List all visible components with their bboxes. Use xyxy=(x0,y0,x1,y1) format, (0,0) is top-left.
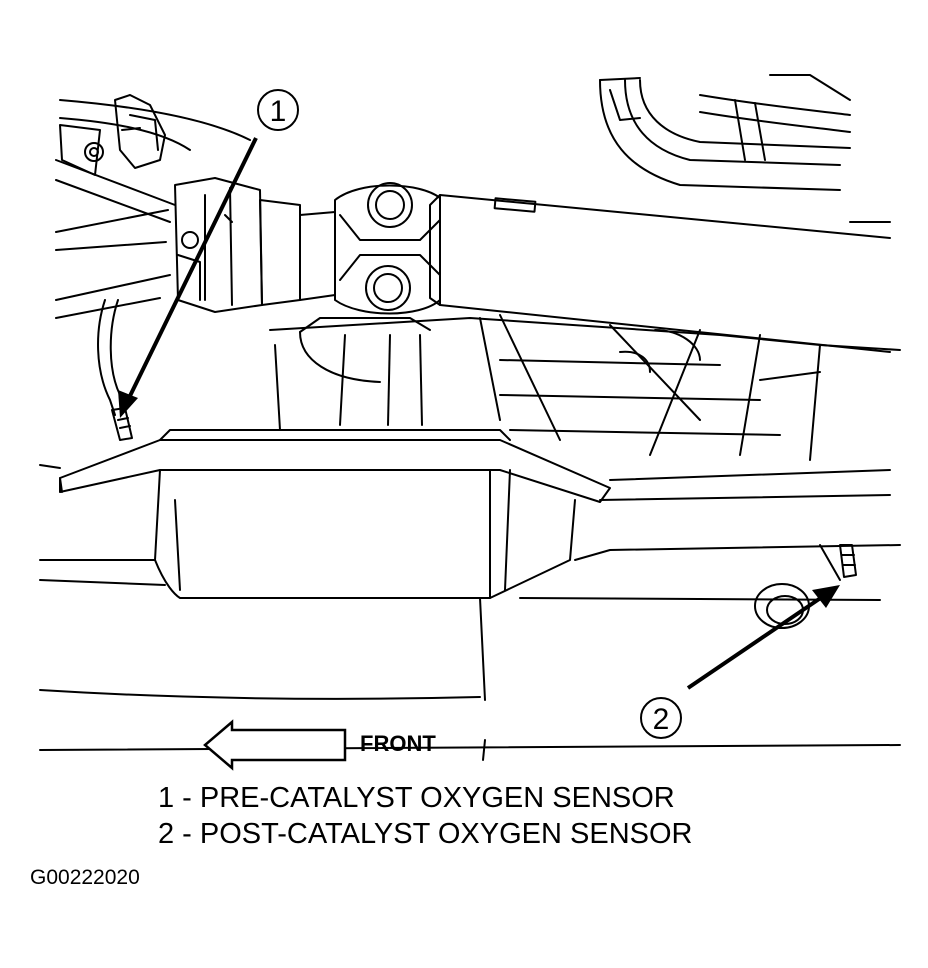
callout-1-arrowhead xyxy=(118,390,138,418)
callout-1: 1 xyxy=(118,90,298,418)
upper-hose-assembly xyxy=(600,75,850,190)
front-direction-arrow: FRONT xyxy=(205,722,436,768)
figure-code: G00222020 xyxy=(30,866,140,889)
front-label: FRONT xyxy=(360,731,436,756)
callout-2: 2 xyxy=(641,585,840,738)
exhaust-hanger xyxy=(755,584,809,628)
left-arrow-icon xyxy=(205,722,345,768)
heat-shield xyxy=(60,430,610,502)
frame-rail xyxy=(40,465,900,760)
legend-item-2: 2 - POST-CATALYST OXYGEN SENSOR xyxy=(158,818,693,850)
legend-item-1: 1 - PRE-CATALYST OXYGEN SENSOR xyxy=(158,782,675,814)
catalytic-converter xyxy=(40,470,900,598)
callout-1-number: 1 xyxy=(270,95,287,128)
pre-catalyst-sensor-wire xyxy=(98,300,132,440)
post-catalyst-sensor xyxy=(840,545,856,577)
floor-pan xyxy=(270,315,900,460)
universal-joint xyxy=(260,183,440,314)
transmission-yoke xyxy=(175,178,262,312)
chassis-crossmember xyxy=(56,95,250,318)
callout-2-arrowhead xyxy=(812,585,840,608)
drive-shaft xyxy=(430,195,890,352)
callout-2-number: 2 xyxy=(653,703,670,736)
